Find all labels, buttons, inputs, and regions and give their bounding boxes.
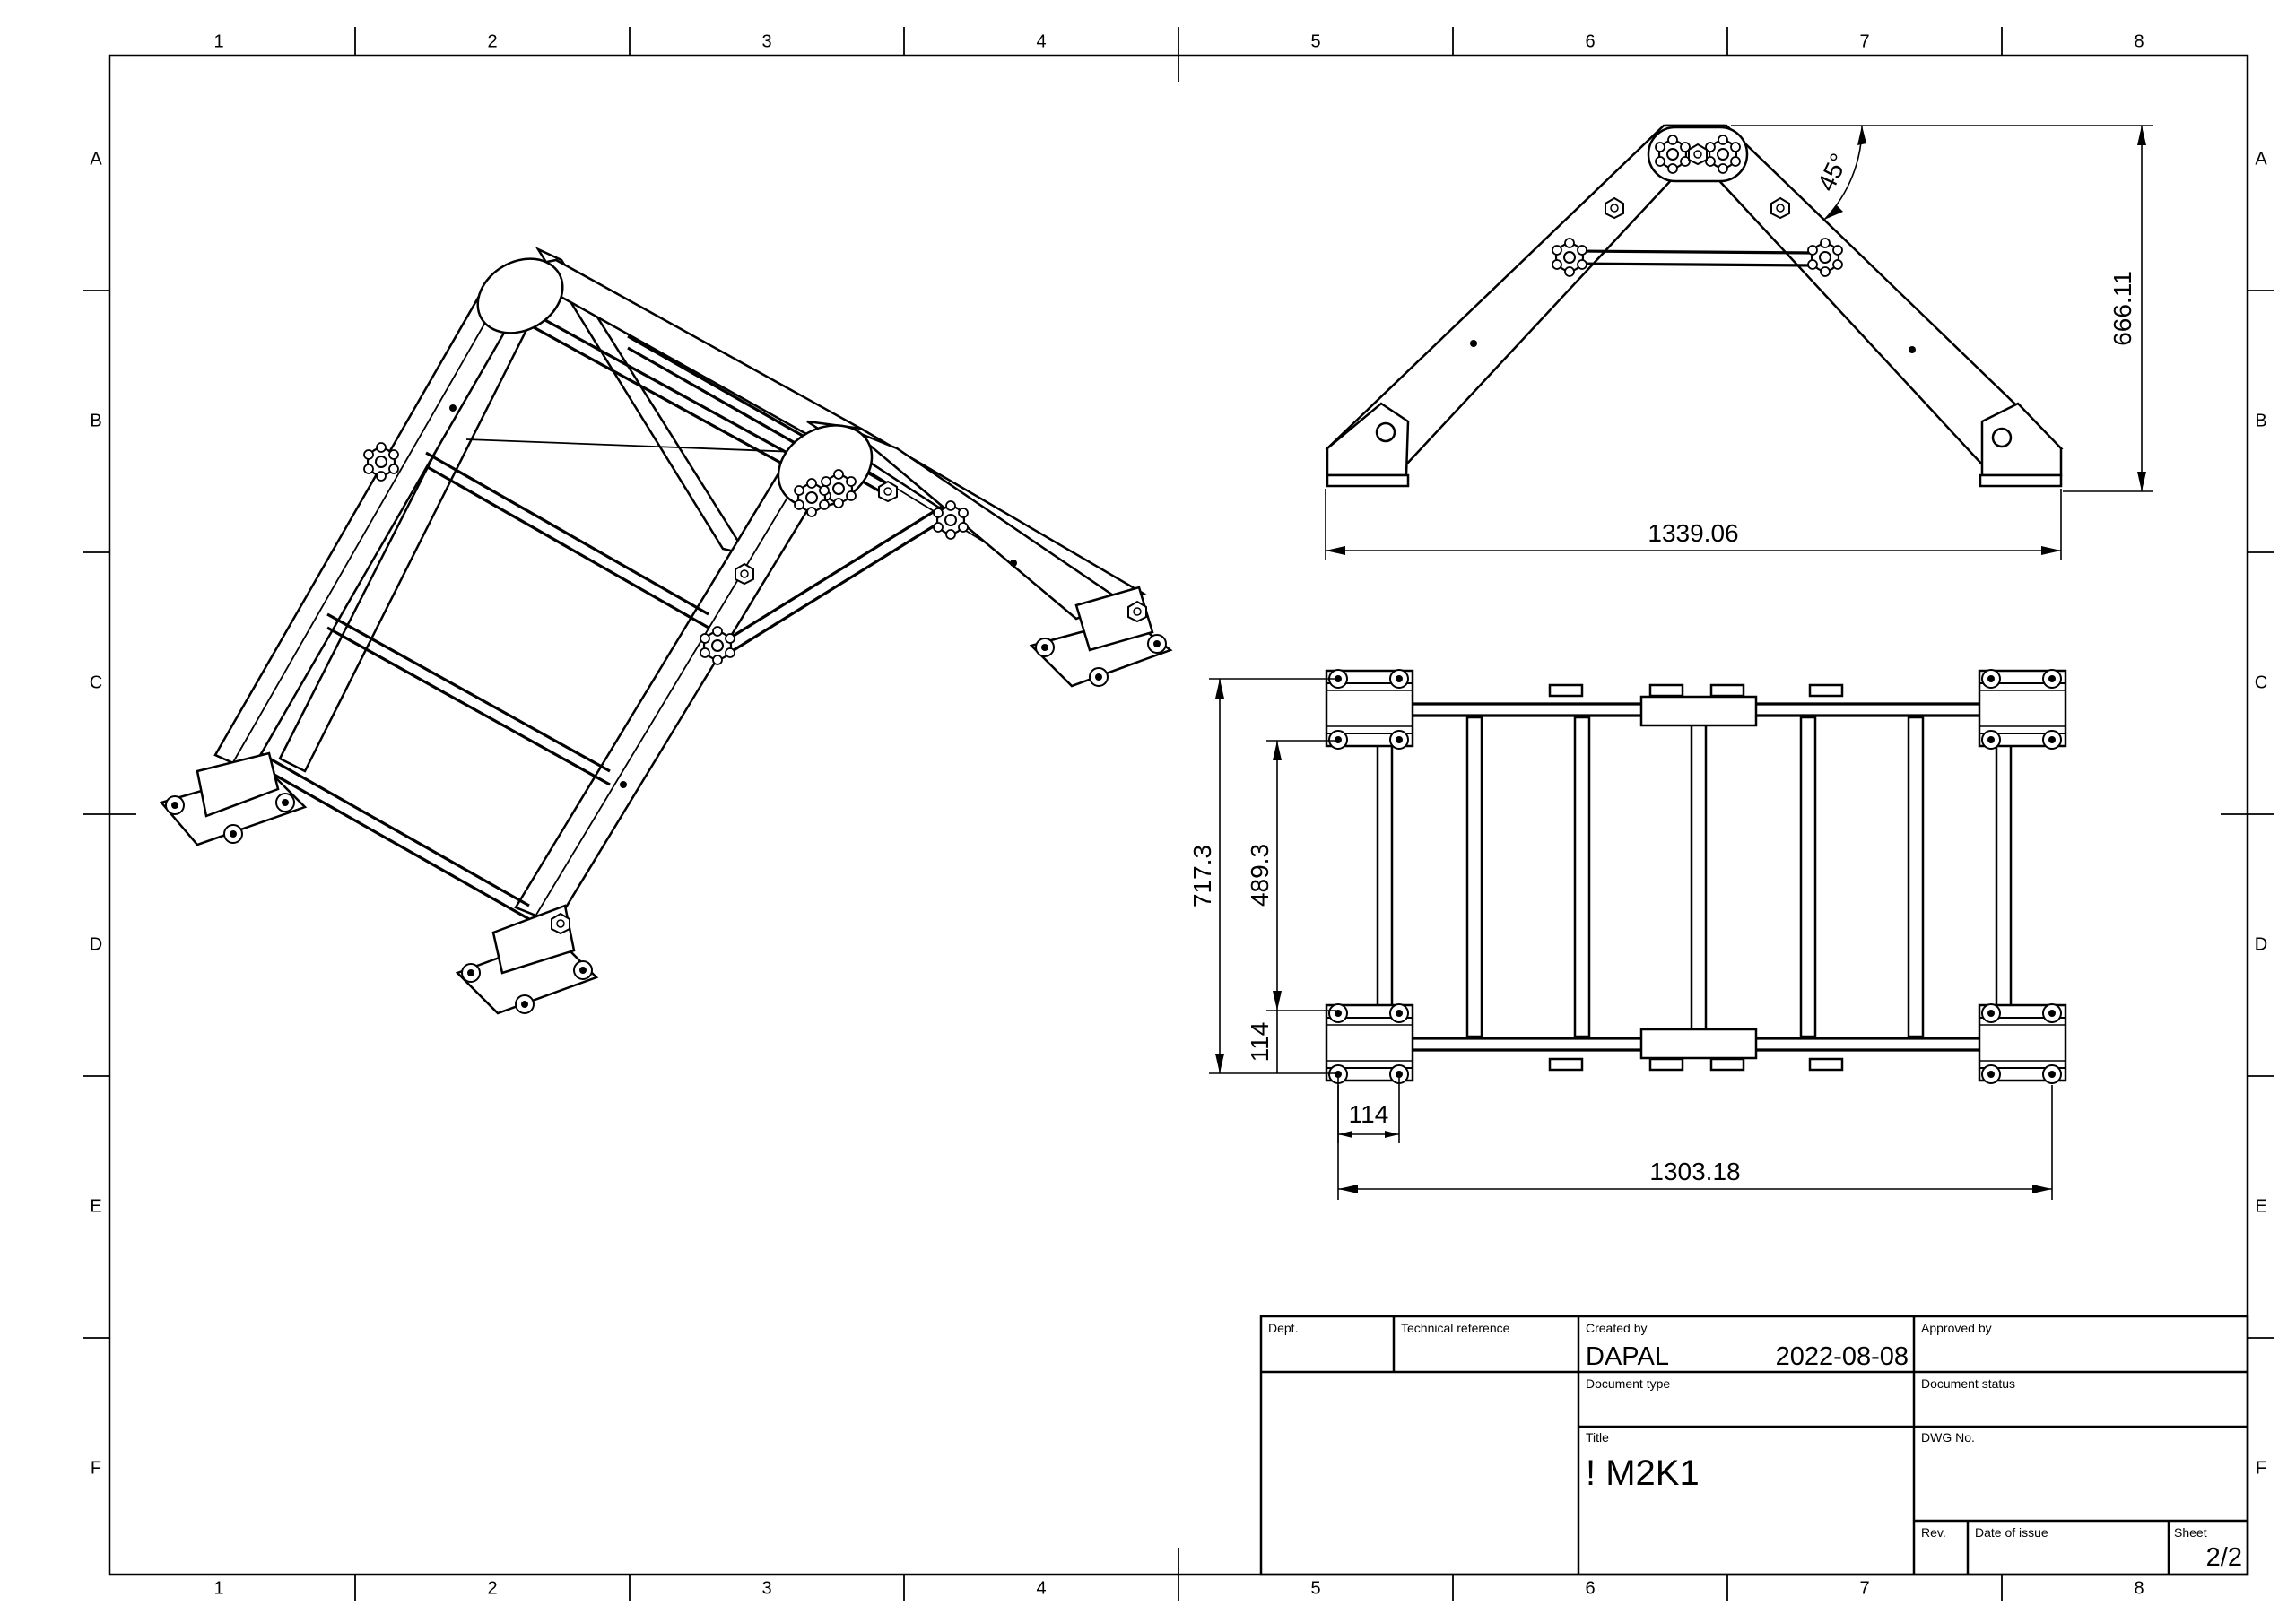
grid-row-label: A xyxy=(2255,149,2267,169)
grid-col-label: 4 xyxy=(1036,31,1046,51)
dimension-top-offset: 114 xyxy=(1337,1076,1400,1143)
grid-col-label: 2 xyxy=(487,31,497,51)
dimension-top-inner: 489.3 xyxy=(1246,740,1336,1073)
front-view: 1339.06 666.11 45° xyxy=(1325,124,2152,560)
grid-col-label: 7 xyxy=(1859,31,1869,51)
grid-row-label: D xyxy=(90,934,102,954)
dim-1339: 1339.06 xyxy=(1648,519,1738,547)
grid-col-label: 2 xyxy=(487,1578,497,1598)
grid-row-label: F xyxy=(2256,1458,2266,1478)
dim-1303: 1303.18 xyxy=(1649,1158,1740,1185)
title-block: Dept. Technical reference Created by DAP… xyxy=(1259,1315,2249,1576)
dimension-top-depth: 717.3 xyxy=(1188,678,1336,1074)
approved-by-label: Approved by xyxy=(1921,1321,1992,1335)
grid-row-labels-right: A B C D E F xyxy=(2255,149,2268,1478)
grid-col-label: 3 xyxy=(761,1578,771,1598)
title-label: Title xyxy=(1586,1430,1609,1445)
dim-717: 717.3 xyxy=(1188,845,1216,907)
dimension-top-width: 1303.18 xyxy=(1337,1085,2053,1200)
grid-row-label: A xyxy=(90,149,102,169)
top-pivot-plate-left xyxy=(476,257,564,334)
sheet-number: 2/2 xyxy=(2206,1543,2242,1572)
grid-row-label: E xyxy=(90,1196,101,1216)
grid-col-label: 4 xyxy=(1036,1578,1046,1598)
created-date: 2022-08-08 xyxy=(1776,1342,1909,1371)
grid-row-label: C xyxy=(2255,673,2267,692)
grid-col-label: 5 xyxy=(1310,1578,1320,1598)
top-view-crossbars xyxy=(1376,716,2013,1038)
dimension-angle: 45° xyxy=(1812,125,1866,221)
dim-489: 489.3 xyxy=(1246,844,1274,907)
dwg-no-label: DWG No. xyxy=(1921,1430,1975,1445)
created-by-value: DAPAL xyxy=(1586,1342,1669,1371)
top-view-nuts xyxy=(1548,683,1844,1072)
grid-col-label: 8 xyxy=(2134,1578,2144,1598)
document-status-label: Document status xyxy=(1921,1376,2015,1391)
grid-dividers xyxy=(83,27,2274,1601)
created-by-label: Created by xyxy=(1586,1321,1647,1335)
right-foot-block xyxy=(1980,402,2063,477)
date-of-issue-label: Date of issue xyxy=(1975,1525,2048,1540)
dim-666: 666.11 xyxy=(2109,271,2136,346)
dim-114-horizontal: 114 xyxy=(1349,1100,1389,1128)
grid-row-label: B xyxy=(2255,411,2266,430)
left-foot-block xyxy=(1326,402,1410,477)
dept-label: Dept. xyxy=(1268,1321,1298,1335)
grid-row-label: D xyxy=(2255,934,2267,954)
top-view: 717.3 489.3 114 114 1 xyxy=(1188,669,2067,1200)
grid-col-label: 1 xyxy=(213,31,223,51)
isometric-view xyxy=(159,247,1173,1015)
sheet-label: Sheet xyxy=(2174,1525,2207,1540)
foot-right xyxy=(1029,586,1173,688)
grid-column-labels-top: 1 2 3 4 5 6 7 8 xyxy=(213,31,2144,51)
grid-row-label: C xyxy=(90,673,102,692)
grid-row-labels-left: A B C D E F xyxy=(90,149,103,1478)
dimension-front-height: 666.11 xyxy=(1731,125,2152,492)
left-far-leg xyxy=(278,269,551,773)
document-type-label: Document type xyxy=(1586,1376,1670,1391)
grid-col-label: 3 xyxy=(761,31,771,51)
grid-row-label: E xyxy=(2255,1196,2266,1216)
grid-row-label: B xyxy=(90,411,101,430)
grid-col-label: 8 xyxy=(2134,31,2144,51)
grid-row-label: F xyxy=(91,1458,101,1478)
dim-114-vertical: 114 xyxy=(1246,1022,1274,1063)
grid-col-label: 6 xyxy=(1585,31,1595,51)
foot-front xyxy=(455,904,599,1015)
foot-left xyxy=(159,751,308,846)
grid-col-label: 1 xyxy=(213,1578,223,1598)
dimension-front-width: 1339.06 xyxy=(1325,489,2062,560)
grid-col-label: 7 xyxy=(1859,1578,1869,1598)
right-side-beam xyxy=(851,429,1124,621)
grid-col-label: 6 xyxy=(1585,1578,1595,1598)
grid-column-labels-bottom: 1 2 3 4 5 6 7 8 xyxy=(213,1578,2144,1598)
grid-col-label: 5 xyxy=(1310,31,1320,51)
drawing-frame: 1 2 3 4 5 6 7 8 1 2 3 4 5 6 7 8 A B C D … xyxy=(83,27,2274,1601)
rev-label: Rev. xyxy=(1921,1525,1946,1540)
drawing-title: ! M2K1 xyxy=(1586,1454,1700,1493)
technical-reference-label: Technical reference xyxy=(1401,1321,1510,1335)
